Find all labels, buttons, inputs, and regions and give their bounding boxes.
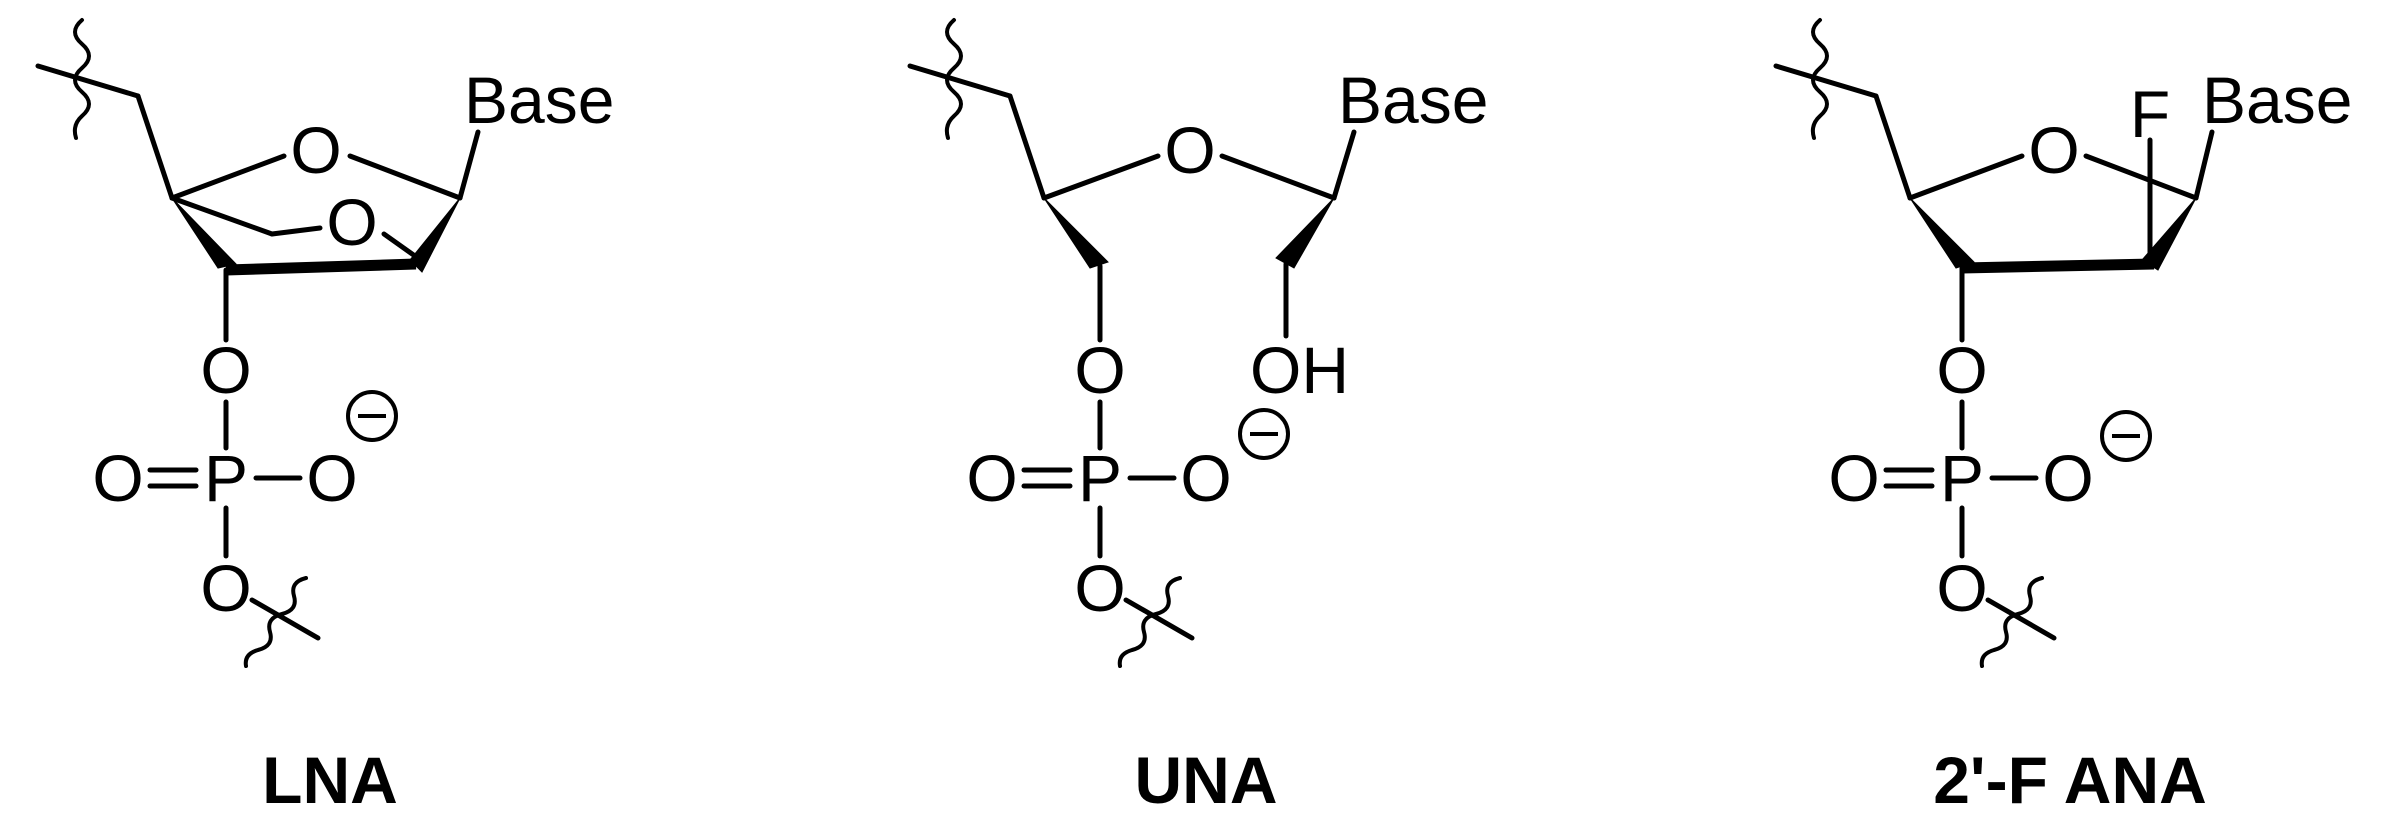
atom-una-ring-o: O [1164,113,1215,187]
negative-charge-icon [2100,410,2152,462]
bond-lna-ob-squig [249,597,321,641]
bond-fana-c4-o [1907,153,2025,201]
wedge-fana-c4-c3 [1909,197,1975,269]
structure-lna: Base O O O P O O O LNA [35,18,614,817]
atom-una-base: Base [1338,63,1488,137]
structure-fana: Base O F O P O O O 2'-F ANA [1773,18,2352,817]
negative-charge-icon [1238,408,1290,460]
bond-lna-c5-squig [35,63,141,99]
atom-lna-o3: O [200,333,251,407]
atom-lna-o-minus: O [306,441,357,515]
caption-lna: LNA [262,743,398,817]
bond-una-c4-o [1041,153,1161,201]
wavy-bond-5prime-fana [1810,18,1829,140]
wavy-bond-3prime-lna [243,576,308,668]
bond-lna-o-c2 [381,231,418,259]
atom-lna-bridge-o: O [326,185,377,259]
wedge-una-c1-c2 [1275,197,1335,269]
bond-una-c1-base [1331,129,1357,201]
bond-una-c5-c4 [1007,93,1047,201]
atom-una-o3: O [1074,333,1125,407]
structure-una: Base O O OH P O O O UNA [907,18,1488,817]
negative-charge-icon [346,390,398,442]
bond-lna-c3-c2 [225,258,417,276]
bond-lna-c4-ch2 [169,195,275,237]
bond-lna-c4-o [169,153,287,201]
bond-fana-ob-squig [1985,597,2057,641]
bond-lna-ch2-o [269,225,323,237]
atom-una-o-minus: O [1180,441,1231,515]
wavy-bond-3prime-una [1117,576,1182,668]
bond-una-c5-squig [907,63,1013,99]
atom-fana-o-double: O [1828,441,1879,515]
bond-una-ob-squig [1123,597,1195,641]
bond-lna-c5-c4 [135,93,175,201]
atom-lna-p: P [204,441,248,515]
caption-una: UNA [1135,743,1278,817]
bond-lna-c1-base [457,129,481,201]
wedge-una-c4-c3 [1043,197,1109,269]
atom-fana-f: F [2130,77,2170,151]
atom-una-o-double: O [966,441,1017,515]
atom-una-o-bottom: O [1074,551,1125,625]
atom-fana-o-bottom: O [1936,551,1987,625]
atom-lna-base: Base [464,63,614,137]
bond-fana-c5-c4 [1873,93,1913,201]
atom-lna-ring-o: O [290,113,341,187]
bond-fana-c1-base [2193,129,2215,201]
bond-una-o-c1 [1219,153,1337,201]
wavy-bond-3prime-fana [1979,576,2044,668]
atom-fana-ring-o: O [2028,113,2079,187]
bond-fana-c5-squig [1773,63,1879,99]
atom-fana-p: P [1940,441,1984,515]
atom-una-oh: OH [1250,333,1349,407]
atom-lna-o-bottom: O [200,551,251,625]
caption-fana: 2'-F ANA [1933,743,2207,817]
atom-fana-o-minus: O [2042,441,2093,515]
bond-lna-o-c1 [347,153,463,201]
bond-fana-c3-c2 [1961,258,2155,274]
wedge-lna-c1-c2 [409,197,461,273]
bond-fana-o-c1 [2083,153,2199,201]
atom-una-p: P [1078,441,1122,515]
wavy-bond-5prime-lna [72,18,91,140]
atom-fana-o3: O [1936,333,1987,407]
atom-lna-o-double: O [92,441,143,515]
atom-fana-base: Base [2202,63,2352,137]
wavy-bond-5prime-una [944,18,963,140]
